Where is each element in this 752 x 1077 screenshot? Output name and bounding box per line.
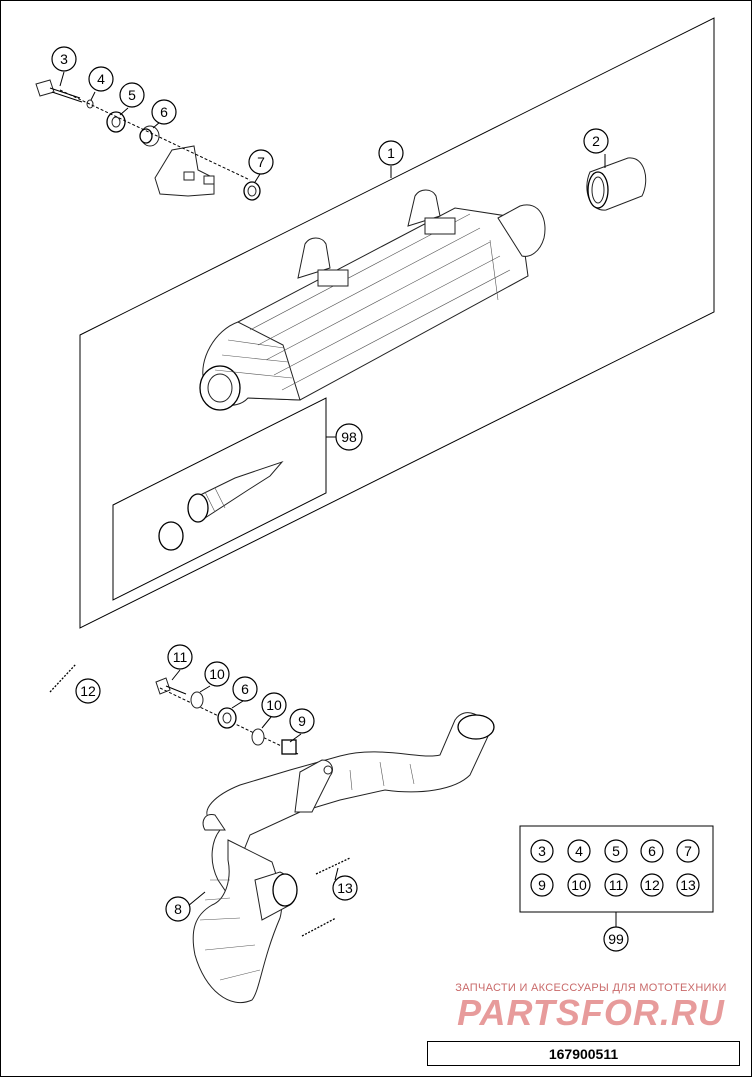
svg-text:13: 13 (680, 877, 696, 893)
svg-text:12: 12 (80, 683, 96, 699)
callout-2[interactable]: 2 (583, 128, 609, 154)
svg-text:11: 11 (609, 877, 624, 893)
callout-4[interactable]: 4 (88, 66, 114, 92)
kit-item-4[interactable]: 4 (567, 839, 591, 863)
svg-text:1: 1 (387, 145, 395, 161)
kit-item-6[interactable]: 6 (640, 839, 664, 863)
callout-99[interactable]: 99 (603, 926, 629, 952)
washer-10a[interactable] (190, 691, 204, 709)
callout-10-a[interactable]: 10 (204, 661, 230, 687)
rubber-6[interactable] (139, 125, 160, 147)
callout-3[interactable]: 3 (51, 46, 77, 72)
svg-text:13: 13 (337, 880, 353, 896)
clamp-sleeve[interactable] (586, 157, 647, 211)
kit-98-box (112, 397, 327, 601)
watermark-logo: PARTSFOR.RU (457, 992, 725, 1033)
rubber-5[interactable] (106, 111, 126, 133)
callout-1[interactable]: 1 (378, 140, 404, 166)
washer-10b[interactable] (251, 728, 265, 746)
svg-text:8: 8 (174, 901, 182, 917)
rubber-6-lower[interactable] (217, 707, 237, 729)
svg-text:98: 98 (341, 429, 357, 445)
svg-text:5: 5 (128, 87, 136, 103)
clip-9[interactable] (281, 739, 297, 755)
callout-13[interactable]: 13 (332, 875, 358, 901)
spring-13b[interactable] (301, 917, 337, 937)
washer-4[interactable] (86, 99, 94, 109)
svg-text:6: 6 (648, 843, 656, 859)
svg-text:10: 10 (571, 877, 587, 893)
kit-item-5[interactable]: 5 (604, 839, 628, 863)
svg-text:5: 5 (612, 843, 620, 859)
callout-6[interactable]: 6 (151, 99, 177, 125)
watermark: ЗАПЧАСТИ И АКСЕССУАРЫ ДЛЯ МОТОТЕХНИКИ PA… (441, 982, 741, 1034)
axis-line-upper (59, 89, 251, 181)
svg-text:6: 6 (160, 104, 168, 120)
header-pipe[interactable] (192, 712, 495, 1004)
callout-10-b[interactable]: 10 (261, 692, 287, 718)
svg-text:9: 9 (298, 713, 306, 729)
spark-arrestor-insert[interactable] (187, 460, 284, 523)
document-number: 167900511 (548, 1045, 619, 1062)
kit-item-11[interactable]: 11 (604, 873, 628, 897)
callout-6-lower[interactable]: 6 (232, 676, 258, 702)
watermark-subtitle: ЗАПЧАСТИ И АКСЕССУАРЫ ДЛЯ МОТОТЕХНИКИ (455, 982, 727, 994)
o-ring-98[interactable] (158, 521, 184, 551)
svg-text:3: 3 (538, 843, 546, 859)
kit-item-7[interactable]: 7 (676, 839, 700, 863)
svg-text:4: 4 (575, 843, 583, 859)
kit-item-10[interactable]: 10 (567, 873, 591, 897)
svg-text:12: 12 (644, 877, 660, 893)
spring-12[interactable] (49, 663, 77, 693)
silencer-assembly-box (79, 17, 715, 629)
mounting-bracket[interactable] (154, 145, 215, 197)
callout-9[interactable]: 9 (289, 708, 315, 734)
svg-text:3: 3 (60, 51, 68, 67)
svg-text:10: 10 (209, 666, 225, 682)
kit-item-13[interactable]: 13 (676, 873, 700, 897)
svg-text:2: 2 (592, 133, 600, 149)
callout-7[interactable]: 7 (248, 149, 274, 175)
svg-text:11: 11 (173, 649, 188, 665)
callout-12[interactable]: 12 (75, 678, 101, 704)
spring-13a[interactable] (315, 857, 351, 875)
callout-8[interactable]: 8 (165, 896, 191, 922)
nut-7[interactable] (243, 181, 261, 201)
silencer[interactable] (199, 189, 546, 411)
kit-item-9[interactable]: 9 (530, 873, 554, 897)
kit-99-box (519, 825, 714, 913)
callout-11[interactable]: 11 (167, 644, 193, 670)
callout-5[interactable]: 5 (119, 82, 145, 108)
bolt-11[interactable] (155, 677, 187, 695)
svg-text:7: 7 (684, 843, 692, 859)
svg-text:10: 10 (266, 697, 282, 713)
document-number-box: 167900511 (427, 1041, 740, 1066)
svg-text:6: 6 (241, 681, 249, 697)
kit-item-3[interactable]: 3 (530, 839, 554, 863)
svg-text:9: 9 (538, 877, 546, 893)
callout-98[interactable]: 98 (335, 423, 363, 451)
svg-text:99: 99 (608, 931, 624, 947)
kit-item-12[interactable]: 12 (640, 873, 664, 897)
svg-text:7: 7 (257, 154, 265, 170)
svg-text:4: 4 (97, 71, 105, 87)
bolt-3[interactable] (35, 79, 83, 103)
